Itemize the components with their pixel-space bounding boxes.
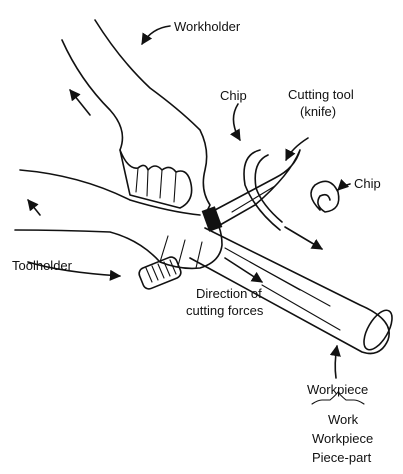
label-direction-line2: cutting forces [186,303,264,318]
label-chip-right: Chip [354,176,381,191]
force-arrows [225,227,322,282]
labels: Workholder Chip Cutting tool (knife) Chi… [12,19,381,465]
synonym-work: Work [328,412,359,427]
label-direction-line1: Direction of [196,286,262,301]
cutting-tool [215,150,300,225]
workholder-hand [62,20,210,215]
label-chip-top: Chip [220,88,247,103]
chip-spiral [311,181,339,212]
label-cutting-tool-knife: (knife) [300,104,336,119]
label-workpiece: Workpiece [307,382,368,397]
chip-on-workpiece [244,150,282,230]
synonym-piece-part: Piece-part [312,450,372,465]
synonym-workpiece: Workpiece [312,431,373,446]
label-workholder: Workholder [174,19,241,34]
label-cutting-tool: Cutting tool [288,87,354,102]
label-toolholder: Toolholder [12,258,73,273]
